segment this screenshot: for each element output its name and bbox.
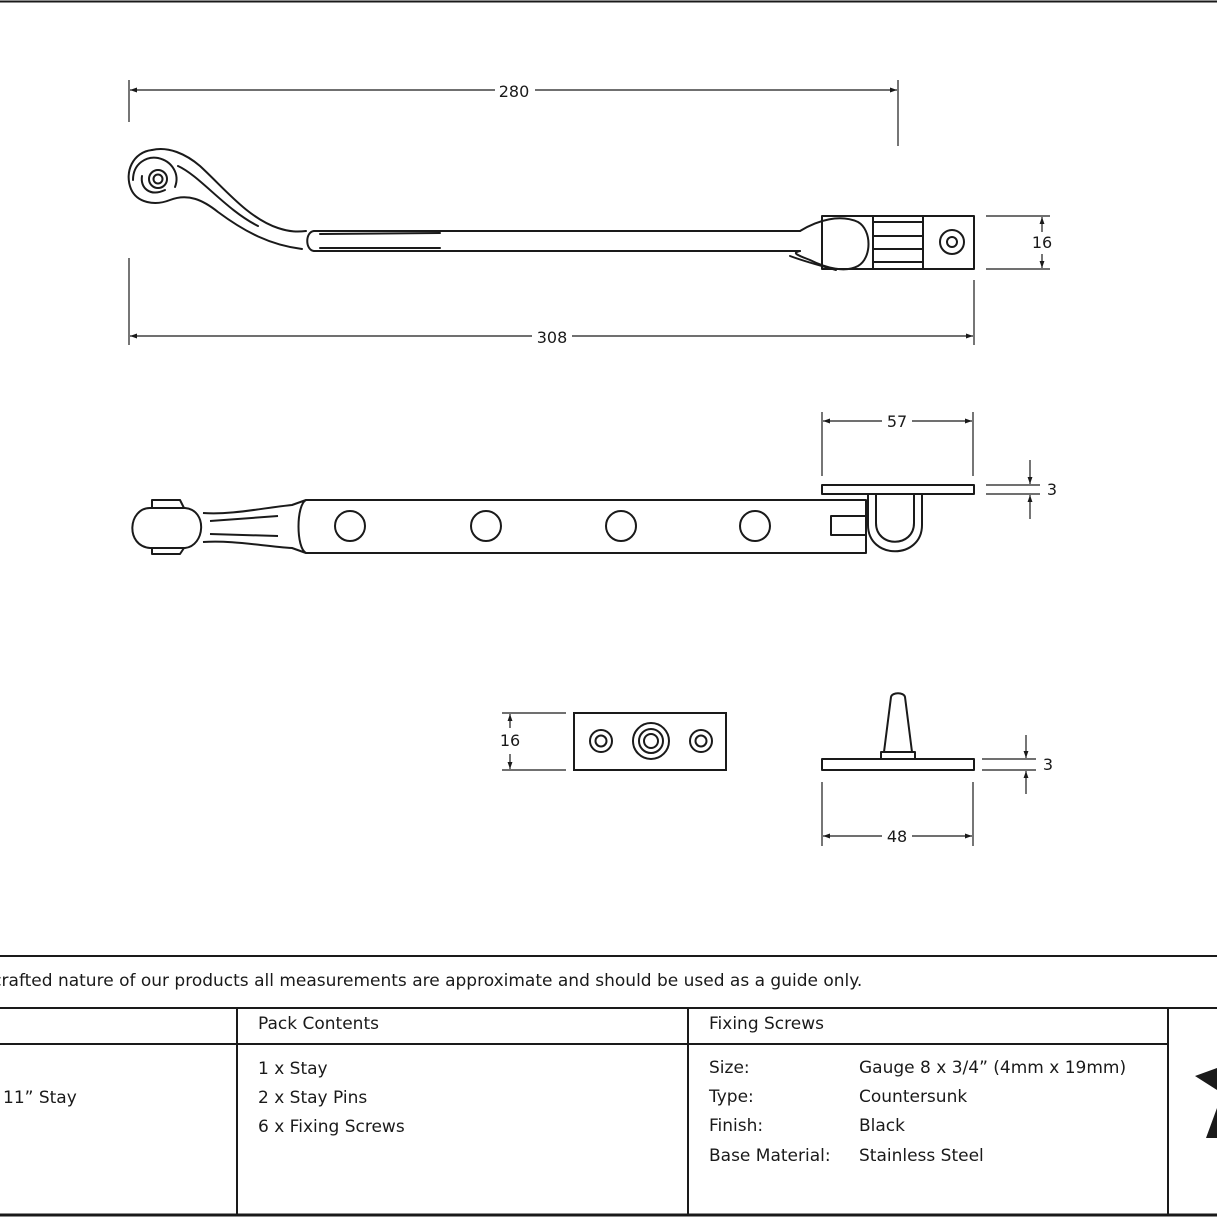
stay-side-view bbox=[131, 484, 975, 555]
dim-16-plate: 16 bbox=[500, 731, 520, 750]
dims-pin-side bbox=[821, 735, 1036, 846]
list-item: 1 x Stay bbox=[258, 1059, 328, 1079]
dim-3-side: 3 bbox=[1047, 480, 1057, 499]
dims-side-view bbox=[821, 412, 1040, 519]
pack-contents-list: 1 x Stay 2 x Stay Pins 6 x Fixing Screws bbox=[258, 1058, 405, 1145]
disclaimer-note: d crafted nature of our products all mea… bbox=[0, 971, 863, 991]
dims-top-view bbox=[128, 80, 1050, 345]
fixing-screws-header: Fixing Screws bbox=[709, 1014, 824, 1034]
dims-plate-top bbox=[502, 712, 566, 771]
pack-contents-header: Pack Contents bbox=[258, 1014, 379, 1034]
dim-3-pin: 3 bbox=[1043, 755, 1053, 774]
spec-type-label: Type: bbox=[709, 1087, 754, 1107]
stay-top-view bbox=[127, 148, 975, 271]
pin-side-view bbox=[821, 692, 975, 771]
spec-table-grid bbox=[0, 955, 1217, 1217]
list-item: 6 x Fixing Screws bbox=[258, 1117, 405, 1137]
spec-type-value: Countersunk bbox=[859, 1087, 968, 1107]
spec-finish-label: Finish: bbox=[709, 1116, 764, 1136]
product-name: 11” Stay bbox=[3, 1088, 77, 1108]
dim-308: 308 bbox=[537, 328, 568, 347]
dim-57: 57 bbox=[887, 412, 907, 431]
spec-size-label: Size: bbox=[709, 1058, 750, 1078]
dim-16-side: 16 bbox=[1032, 233, 1052, 252]
spec-material-label: Base Material: bbox=[709, 1146, 831, 1166]
spec-size-value: Gauge 8 x 3/4” (4mm x 19mm) bbox=[859, 1058, 1127, 1078]
list-item: 2 x Stay Pins bbox=[258, 1088, 368, 1108]
spec-material-value: Stainless Steel bbox=[859, 1146, 984, 1166]
logo-fragment-icon bbox=[1195, 1068, 1217, 1138]
pin-plate-top-view bbox=[573, 712, 727, 771]
dim-280: 280 bbox=[499, 82, 530, 101]
dim-48: 48 bbox=[887, 827, 907, 846]
spec-finish-value: Black bbox=[859, 1116, 905, 1136]
